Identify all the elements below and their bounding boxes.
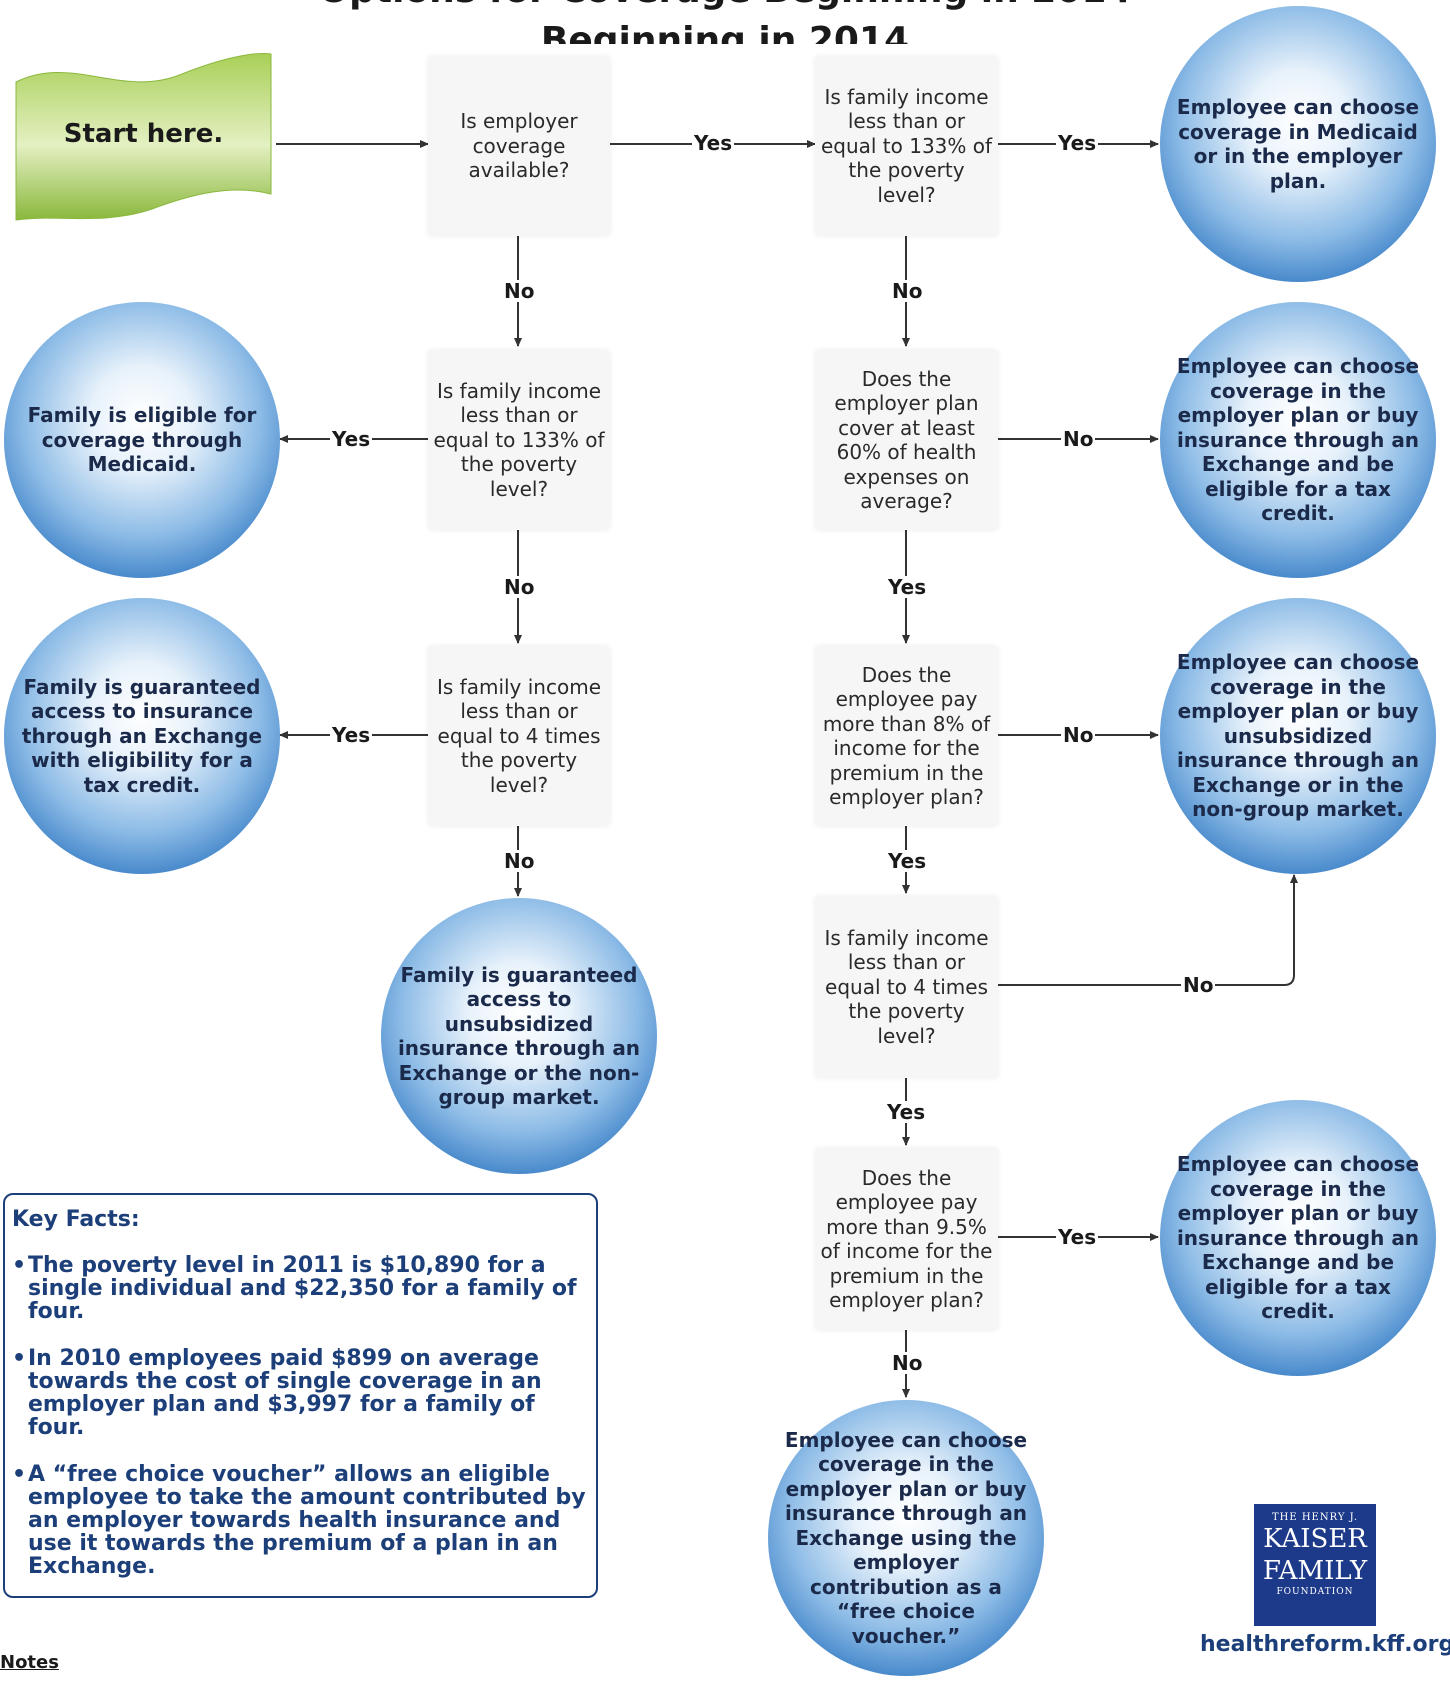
key-facts-heading: Key Facts: [12,1207,140,1232]
key-fact-item: The poverty level in 2011 is $10,890 for… [12,1254,588,1323]
outcome-text: Employee can choose coverage in the empl… [1176,354,1420,526]
outcome-employer-or-exchange-credit-a: Employee can choose coverage in the empl… [1160,302,1436,578]
outcome-medicaid-or-employer: Employee can choose coverage in Medicaid… [1160,6,1436,282]
outcome-employer-or-unsubsidized: Employee can choose coverage in the empl… [1160,598,1436,874]
outcome-text: Employee can choose coverage in Medicaid… [1176,95,1420,193]
outcome-medicaid: Family is eligible for coverage through … [4,302,280,578]
question-income-4x-right: Is family income less than or equal to 4… [815,896,998,1078]
question-income-4x-left: Is family income less than or equal to 4… [428,646,610,826]
label-yes: Yes [886,849,929,873]
title-line-2: Beginning in 2014 [540,20,910,44]
logo-name-2: FAMILY [1262,1556,1368,1586]
label-yes: Yes [1056,1225,1099,1249]
question-premium-9-5pct: Does the employee pay more than 9.5% of … [815,1148,998,1330]
logo-name-1: KAISER [1263,1524,1367,1554]
outcome-employer-or-exchange-credit-b: Employee can choose coverage in the empl… [1160,1100,1436,1376]
key-facts-panel: Key Facts: The poverty level in 2011 is … [3,1193,598,1598]
key-fact-item: In 2010 employees paid $899 on average t… [12,1347,588,1439]
outcome-unsubsidized-exchange: Family is guaranteed access to unsubsidi… [381,898,657,1174]
question-text: Is employer coverage available? [460,109,578,183]
question-text: Does the employer plan cover at least 60… [834,366,979,514]
question-text: Does the employee pay more than 8% of in… [822,662,991,810]
label-no: No [1061,427,1096,451]
question-employer-plan-60: Does the employer plan cover at least 60… [815,350,998,530]
label-yes: Yes [885,1100,928,1124]
key-fact-item: A “free choice voucher” allows an eligib… [12,1463,588,1578]
question-text: Does the employee pay more than 9.5% of … [820,1165,993,1313]
notes-heading: Notes [0,1652,59,1673]
start-wave-shape [15,53,272,221]
label-no: No [1181,973,1216,997]
label-yes: Yes [692,131,735,155]
start-shape: Start here. [12,44,275,224]
outcome-text: Employee can choose coverage in the empl… [1176,1152,1420,1324]
label-no: No [1061,723,1096,747]
question-employer-coverage: Is employer coverage available? [428,56,610,236]
label-no: No [502,279,537,303]
logo-bottom-text: FOUNDATION [1276,1587,1354,1597]
label-no: No [502,575,537,599]
kaiser-family-foundation-logo: THE HENRY J. KAISER FAMILY FOUNDATION [1254,1504,1376,1626]
outcome-exchange-tax-credit: Family is guaranteed access to insurance… [4,598,280,874]
label-no: No [890,1351,925,1375]
outcome-text: Family is guaranteed access to insurance… [21,674,263,797]
source-url: healthreform.kff.org [1200,1632,1450,1657]
question-text: Is family income less than or equal to 4… [824,925,989,1048]
start-label: Start here. [63,119,224,149]
title-line-1: Options for Coverage Beginning in 2014 [0,0,1450,16]
label-yes: Yes [330,723,373,747]
label-no: No [502,849,537,873]
outcome-text: Family is eligible for coverage through … [27,403,257,477]
logo-top-text: THE HENRY J. [1271,1512,1359,1523]
outcome-free-choice-voucher: Employee can choose coverage in the empl… [768,1400,1044,1676]
label-no: No [890,279,925,303]
page-title: Options for Coverage Beginning in 2014 B… [0,0,1450,44]
question-income-133-a: Is family income less than or equal to 1… [815,56,998,236]
outcome-text: Employee can choose coverage in the empl… [784,1427,1028,1648]
outcome-text: Employee can choose coverage in the empl… [1176,650,1420,822]
question-text: Is family income less than or equal to 1… [820,84,993,207]
outcome-text: Family is guaranteed access to unsubsidi… [397,962,641,1110]
question-text: Is family income less than or equal to 4… [436,674,601,797]
label-yes: Yes [886,575,929,599]
question-text: Is family income less than or equal to 1… [433,378,605,501]
question-premium-8pct: Does the employee pay more than 8% of in… [815,646,998,826]
key-facts-list: The poverty level in 2011 is $10,890 for… [12,1254,588,1578]
label-yes: Yes [330,427,373,451]
question-income-133-b: Is family income less than or equal to 1… [428,350,610,530]
label-yes: Yes [1056,131,1099,155]
